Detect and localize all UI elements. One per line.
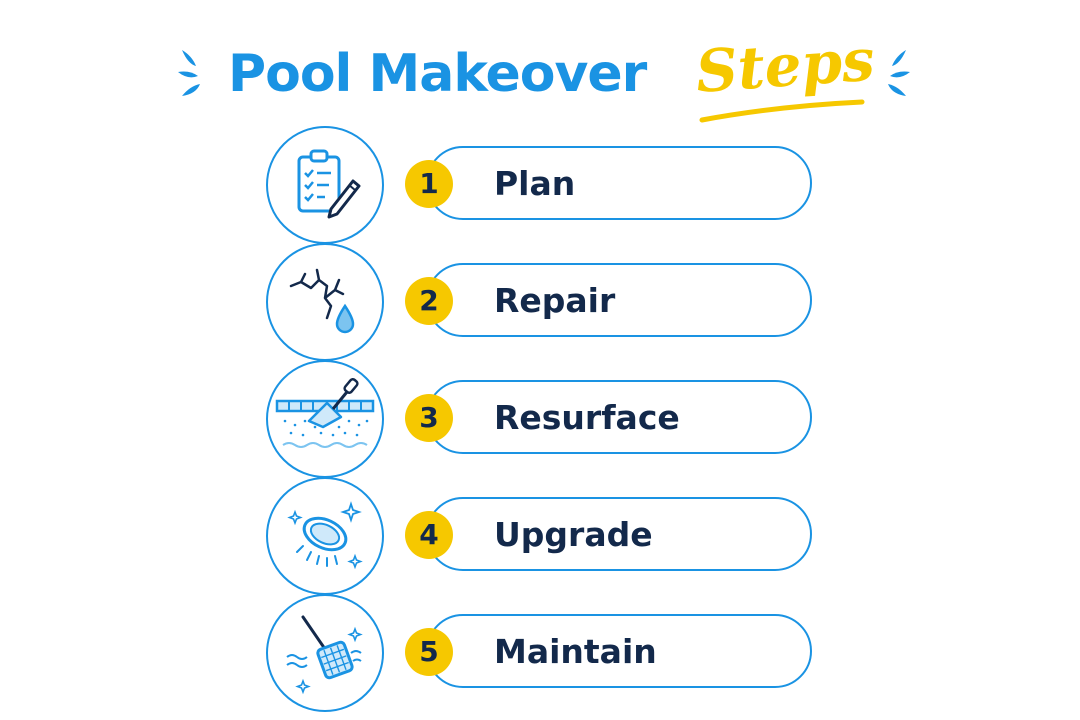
step-icon-circle — [266, 243, 384, 361]
step-5: 5 Maintain — [0, 584, 1080, 712]
step-label: Plan — [494, 164, 576, 203]
title-underline — [699, 99, 865, 123]
step-icon-circle — [266, 360, 384, 478]
step-4: 4 Upgrade — [0, 467, 1080, 595]
step-icon-circle — [266, 477, 384, 595]
step-2: 2 Repair — [0, 233, 1080, 361]
step-number-badge: 2 — [405, 277, 453, 325]
title-area: Pool Makeover Steps — [0, 18, 1080, 128]
step-pill — [426, 146, 812, 220]
splash-right-icon — [888, 50, 910, 96]
step-number-badge: 1 — [405, 160, 453, 208]
step-pill — [426, 497, 812, 571]
page-title-accent: Steps — [693, 25, 877, 106]
step-3: 3 Resurface — [0, 350, 1080, 478]
step-label: Upgrade — [494, 515, 653, 554]
pool-light-icon — [281, 494, 369, 578]
clipboard-pencil-icon — [283, 143, 367, 227]
step-icon-circle — [266, 594, 384, 712]
step-label: Resurface — [494, 398, 680, 437]
trowel-surface-icon — [275, 377, 375, 461]
crack-water-drop-icon — [283, 260, 367, 344]
step-number-badge: 5 — [405, 628, 453, 676]
step-label: Maintain — [494, 632, 657, 671]
step-label: Repair — [494, 281, 616, 320]
skimmer-net-icon — [281, 609, 369, 697]
step-pill — [426, 263, 812, 337]
splash-left-icon — [178, 50, 200, 96]
step-1: 1 Plan — [0, 116, 1080, 244]
page-title: Pool Makeover — [228, 44, 647, 104]
step-icon-circle — [266, 126, 384, 244]
step-pill — [426, 380, 812, 454]
step-pill — [426, 614, 812, 688]
step-number-badge: 4 — [405, 511, 453, 559]
step-number-badge: 3 — [405, 394, 453, 442]
